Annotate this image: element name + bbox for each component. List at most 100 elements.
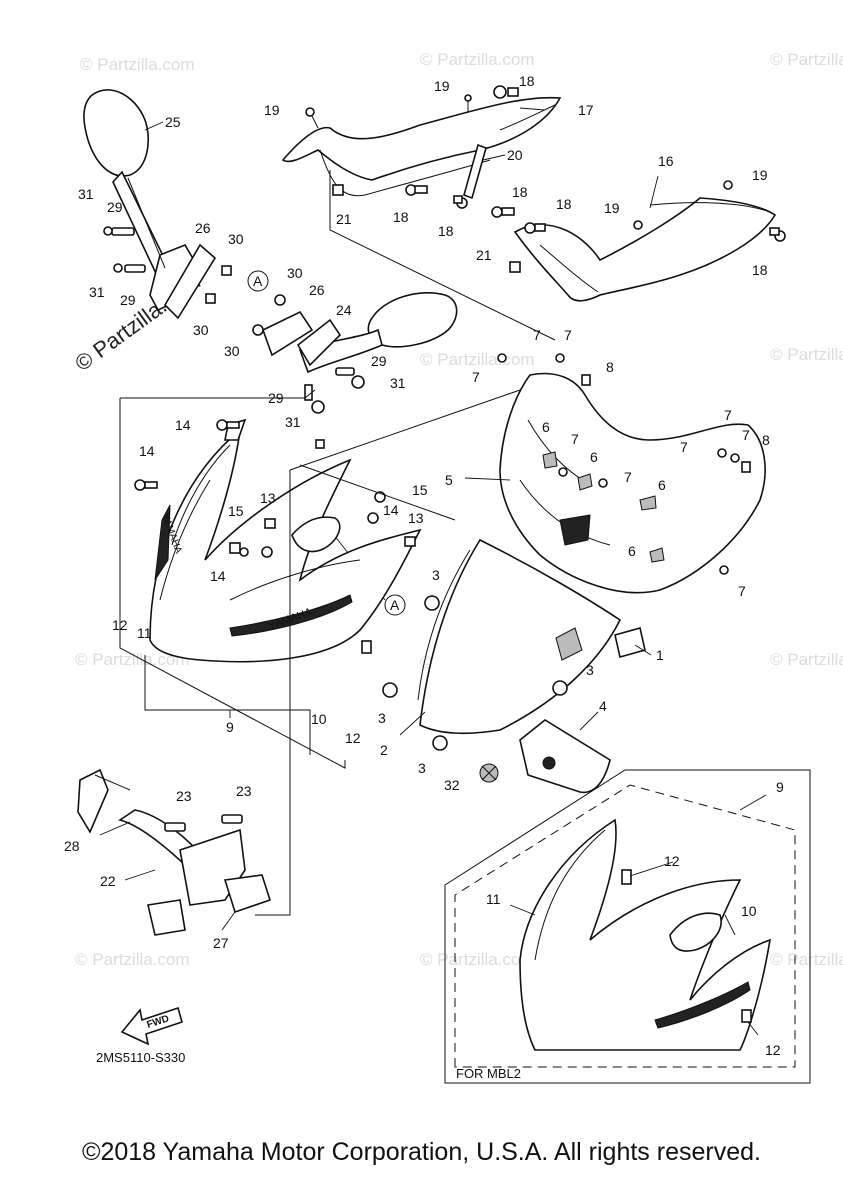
callout: 27 bbox=[213, 935, 229, 951]
callout: 13 bbox=[260, 490, 276, 506]
callout: 23 bbox=[176, 788, 192, 804]
grommet-32 bbox=[479, 763, 499, 783]
callout: 10 bbox=[311, 711, 327, 727]
front-cowling-9: YAMAHA YAMAHA bbox=[134, 418, 422, 663]
callout: 21 bbox=[476, 247, 492, 263]
callout: 9 bbox=[776, 779, 784, 795]
callout: 26 bbox=[195, 220, 211, 236]
callout: 7 bbox=[533, 327, 541, 343]
watermark: © Partzilla.com bbox=[420, 950, 535, 969]
callout: 6 bbox=[658, 477, 666, 493]
callout: 11 bbox=[137, 625, 152, 641]
rear-view-mirror-left bbox=[83, 89, 196, 312]
callout: 30 bbox=[224, 343, 240, 359]
mirror-gasket-26-upper bbox=[163, 243, 217, 320]
label-1 bbox=[614, 627, 646, 658]
callout: 31 bbox=[89, 284, 105, 300]
watermark: © Partzilla.com bbox=[80, 55, 195, 74]
callout: 31 bbox=[78, 186, 94, 202]
cowling-group-lines bbox=[119, 170, 556, 916]
watermark: © Partzilla.com bbox=[75, 950, 190, 969]
inner-panel-5 bbox=[497, 353, 766, 594]
callout: 21 bbox=[336, 211, 352, 227]
callout: 6 bbox=[628, 543, 636, 559]
callout: 14 bbox=[383, 502, 399, 518]
callout: 19 bbox=[604, 200, 620, 216]
reference-marker-a-upper: A bbox=[247, 270, 269, 292]
callout-leaders bbox=[99, 107, 767, 1036]
callout: 15 bbox=[228, 503, 244, 519]
callout-numbers: 1 2 3 3 3 3 4 5 6 6 6 6 7 7 7 7 7 7 7 7 … bbox=[64, 73, 784, 1058]
callout: 7 bbox=[564, 327, 572, 343]
callout: 3 bbox=[418, 760, 426, 776]
callout: 23 bbox=[236, 783, 252, 799]
reference-mark: A bbox=[390, 597, 400, 613]
callout: 6 bbox=[590, 449, 598, 465]
callout: 8 bbox=[762, 432, 770, 448]
callout: 7 bbox=[724, 407, 732, 423]
callout: 9 bbox=[226, 719, 234, 735]
callout: 6 bbox=[542, 419, 550, 435]
callout: 18 bbox=[752, 262, 768, 278]
callout: 29 bbox=[120, 292, 136, 308]
callout: 8 bbox=[606, 359, 614, 375]
copyright-notice: ©2018 Yamaha Motor Corporation, U.S.A. A… bbox=[82, 1138, 761, 1166]
inner-panel-17 bbox=[281, 96, 562, 197]
callout: 32 bbox=[444, 777, 460, 793]
callout: 12 bbox=[345, 730, 361, 746]
reference-mark: A bbox=[253, 273, 263, 289]
windscreen-2 bbox=[382, 538, 622, 751]
callout: 19 bbox=[752, 167, 768, 183]
inner-panel-16 bbox=[513, 197, 777, 302]
variant-box-label: FOR MBL2 bbox=[456, 1066, 521, 1081]
callout: 10 bbox=[741, 903, 757, 919]
callout: 18 bbox=[512, 184, 528, 200]
callout: 29 bbox=[371, 353, 387, 369]
callout: 20 bbox=[507, 147, 523, 163]
watermark: © Partzilla.com bbox=[420, 50, 535, 69]
callout: 7 bbox=[571, 431, 579, 447]
callout: 7 bbox=[742, 427, 750, 443]
callout: 12 bbox=[664, 853, 680, 869]
callout: 15 bbox=[412, 482, 428, 498]
watermark: © Partzilla.com bbox=[75, 650, 190, 669]
watermark: © Partzilla.com bbox=[770, 345, 843, 364]
callout: 14 bbox=[210, 568, 226, 584]
callout: 16 bbox=[658, 153, 674, 169]
cover-4 bbox=[519, 719, 611, 794]
callout: 3 bbox=[432, 567, 440, 583]
callout: 4 bbox=[599, 698, 607, 714]
watermark: © Partzilla.com bbox=[420, 350, 535, 369]
callout: 18 bbox=[556, 196, 572, 212]
mirror-gasket-26-lower bbox=[252, 294, 314, 357]
cowling-stay-22 bbox=[77, 768, 272, 936]
callout: 18 bbox=[519, 73, 535, 89]
callout: 3 bbox=[378, 710, 386, 726]
callout: 14 bbox=[139, 443, 155, 459]
callout: 25 bbox=[165, 114, 181, 130]
callout: 18 bbox=[393, 209, 409, 225]
callout: 17 bbox=[578, 102, 594, 118]
callout: 7 bbox=[472, 369, 480, 385]
forward-direction-arrow: FWD bbox=[120, 1006, 183, 1046]
callout: 31 bbox=[285, 414, 301, 430]
callout: 29 bbox=[268, 390, 284, 406]
exploded-view-svg: © Partzilla.com © Partzilla.com © Partzi… bbox=[64, 50, 843, 1084]
mirror-bolts-upper-left bbox=[103, 226, 232, 304]
watermark: © Partzilla.com bbox=[770, 50, 843, 69]
callout: 2 bbox=[380, 742, 388, 758]
callout: 12 bbox=[112, 617, 128, 633]
callout: 31 bbox=[390, 375, 406, 391]
watermark: © Partzilla.com bbox=[770, 650, 843, 669]
callout: 5 bbox=[445, 472, 453, 488]
callout: 22 bbox=[100, 873, 116, 889]
variant-box-mbl2 bbox=[444, 769, 811, 1084]
callout: 7 bbox=[680, 439, 688, 455]
callout: 28 bbox=[64, 838, 80, 854]
callout: 24 bbox=[336, 302, 352, 318]
callout: 12 bbox=[765, 1042, 781, 1058]
callout: 14 bbox=[175, 417, 191, 433]
callout: 18 bbox=[438, 223, 454, 239]
callout: 19 bbox=[264, 102, 280, 118]
